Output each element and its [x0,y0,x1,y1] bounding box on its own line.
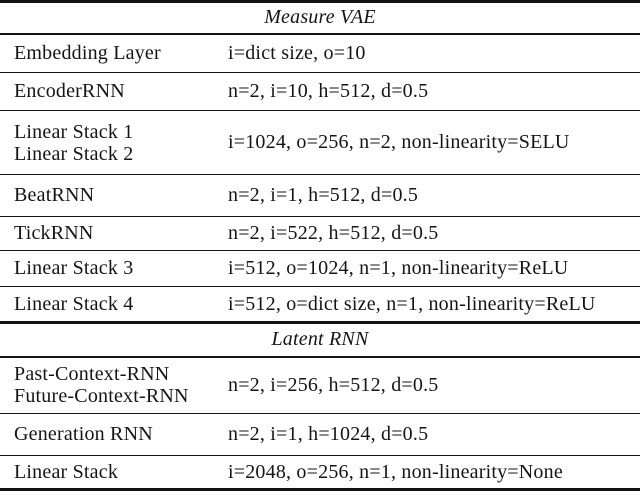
layer-params: n=2, i=522, h=512, d=0.5 [227,216,640,251]
section-title: Measure VAE [0,1,640,35]
layer-params: i=512, o=1024, n=1, non-linearity=ReLU [227,250,640,287]
layer-params: i=1024, o=256, n=2, non-linearity=SELU [227,110,640,175]
layer-name-line: Past-Context-RNN [14,363,170,386]
section-title: Latent RNN [0,321,640,358]
layer-params: n=2, i=10, h=512, d=0.5 [227,72,640,111]
section-header-measure-vae: Measure VAE [0,1,640,35]
table-row-beat-rnn: BeatRNN n=2, i=1, h=512, d=0.5 [0,174,640,217]
table-row-linear-stack-1-2: Linear Stack 1 Linear Stack 2 i=1024, o=… [0,110,640,175]
layer-name-line: Linear Stack 2 [14,142,134,165]
table-row-encoder-rnn: EncoderRNN n=2, i=10, h=512, d=0.5 [0,72,640,111]
layer-name: Embedding Layer [0,33,227,73]
table-row-tick-rnn: TickRNN n=2, i=522, h=512, d=0.5 [0,216,640,251]
table-row-linear-stack-4: Linear Stack 4 i=512, o=dict size, n=1, … [0,286,640,323]
layer-name: BeatRNN [0,174,227,217]
layer-name: TickRNN [0,216,227,251]
layer-params: n=2, i=1, h=512, d=0.5 [227,174,640,217]
section-header-latent-rnn: Latent RNN [0,321,640,358]
layer-name: Linear Stack [0,455,227,490]
layer-name: Past-Context-RNN Future-Context-RNN [0,356,227,414]
layer-name: EncoderRNN [0,72,227,111]
layer-params: i=dict size, o=10 [227,33,640,73]
layer-name-line: Linear Stack 1 [14,120,134,143]
architecture-table: Measure VAE Embedding Layer i=dict size,… [0,0,640,491]
layer-name: Linear Stack 3 [0,250,227,287]
table-row-generation-rnn: Generation RNN n=2, i=1, h=1024, d=0.5 [0,413,640,456]
table-row-embedding-layer: Embedding Layer i=dict size, o=10 [0,33,640,73]
layer-name-line: Future-Context-RNN [14,385,189,408]
table-row-linear-stack: Linear Stack i=2048, o=256, n=1, non-lin… [0,455,640,490]
layer-name: Linear Stack 4 [0,286,227,323]
layer-params: n=2, i=256, h=512, d=0.5 [227,356,640,414]
layer-params: i=2048, o=256, n=1, non-linearity=None [227,455,640,490]
layer-params: n=2, i=1, h=1024, d=0.5 [227,413,640,456]
layer-name: Linear Stack 1 Linear Stack 2 [0,110,227,175]
table-row-linear-stack-3: Linear Stack 3 i=512, o=1024, n=1, non-l… [0,250,640,287]
table-row-context-rnn: Past-Context-RNN Future-Context-RNN n=2,… [0,356,640,414]
layer-params: i=512, o=dict size, n=1, non-linearity=R… [227,286,640,323]
layer-name: Generation RNN [0,413,227,456]
